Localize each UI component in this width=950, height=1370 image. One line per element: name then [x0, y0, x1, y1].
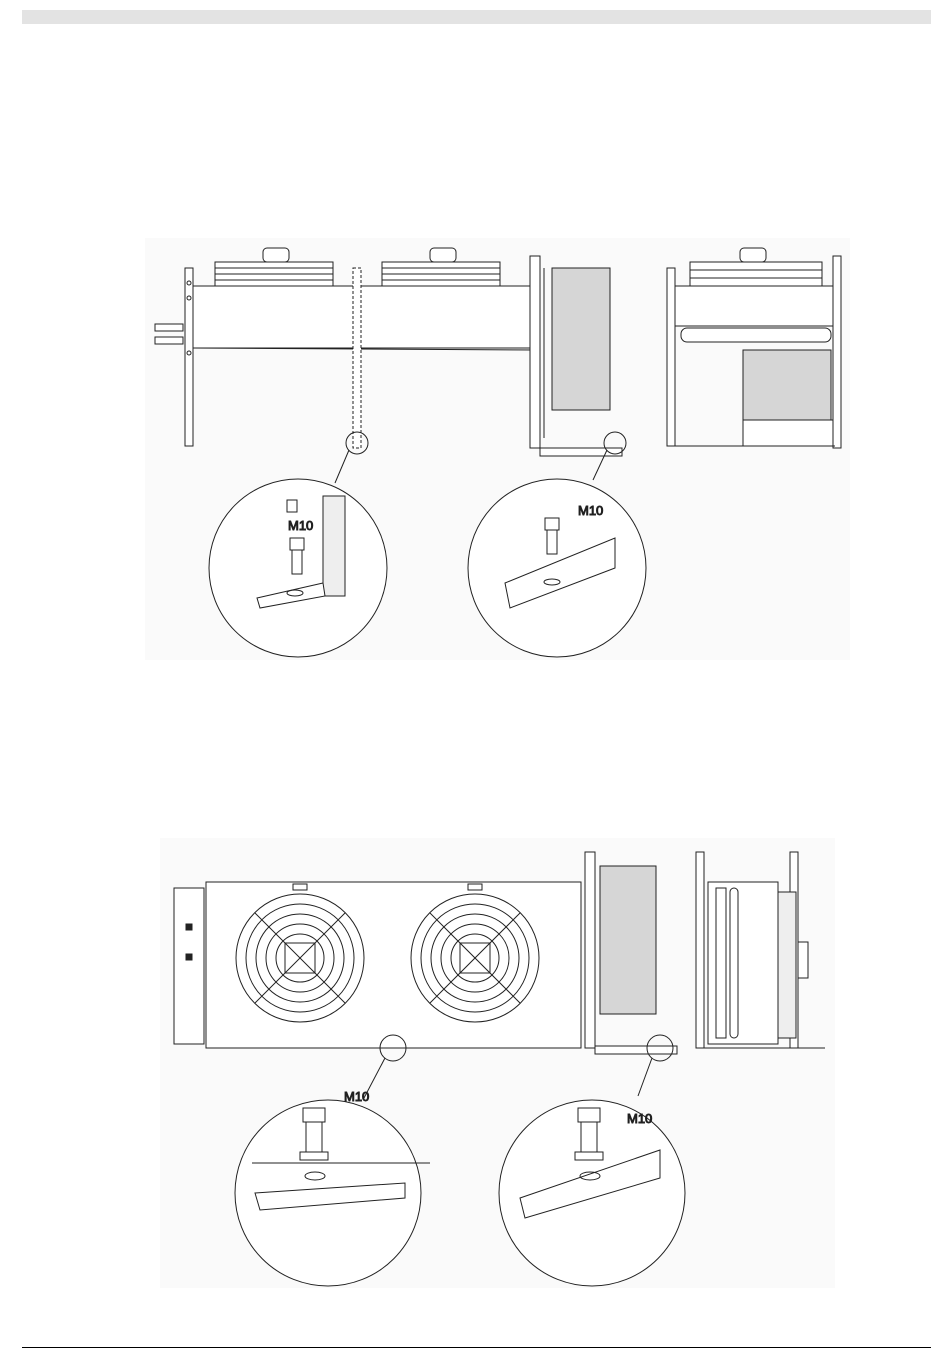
detail-marker-2	[468, 432, 646, 657]
end-view-unit	[667, 248, 841, 448]
fan-guard-2	[382, 248, 500, 286]
side-view-unit	[530, 256, 622, 456]
detail-marker-1	[209, 432, 387, 657]
header-bar	[22, 10, 931, 24]
fan-grille-2	[411, 894, 539, 1022]
pipe-connections	[155, 324, 183, 344]
detail-marker-2	[499, 1035, 685, 1286]
middle-hanger	[353, 268, 361, 448]
callout-label-m10-b: M10	[627, 1111, 652, 1126]
footer-rule	[22, 1347, 931, 1348]
callout-label-m10-a: M10	[344, 1089, 369, 1104]
side-view-unit	[585, 852, 677, 1054]
left-rail	[174, 888, 204, 1044]
left-mount-bracket	[185, 268, 193, 446]
fan-guard-1	[215, 248, 333, 286]
detail-marker-1	[235, 1035, 430, 1286]
callout-label-m10-b: M10	[578, 503, 603, 518]
figure-mounting-top: M10 M10	[145, 238, 850, 660]
unit-body-side-view	[193, 286, 538, 350]
callout-label-m10-a: M10	[288, 518, 313, 533]
figure-mounting-bottom: M10 M10	[160, 838, 835, 1288]
end-view-unit	[696, 852, 825, 1048]
fan-grille-1	[236, 894, 364, 1022]
